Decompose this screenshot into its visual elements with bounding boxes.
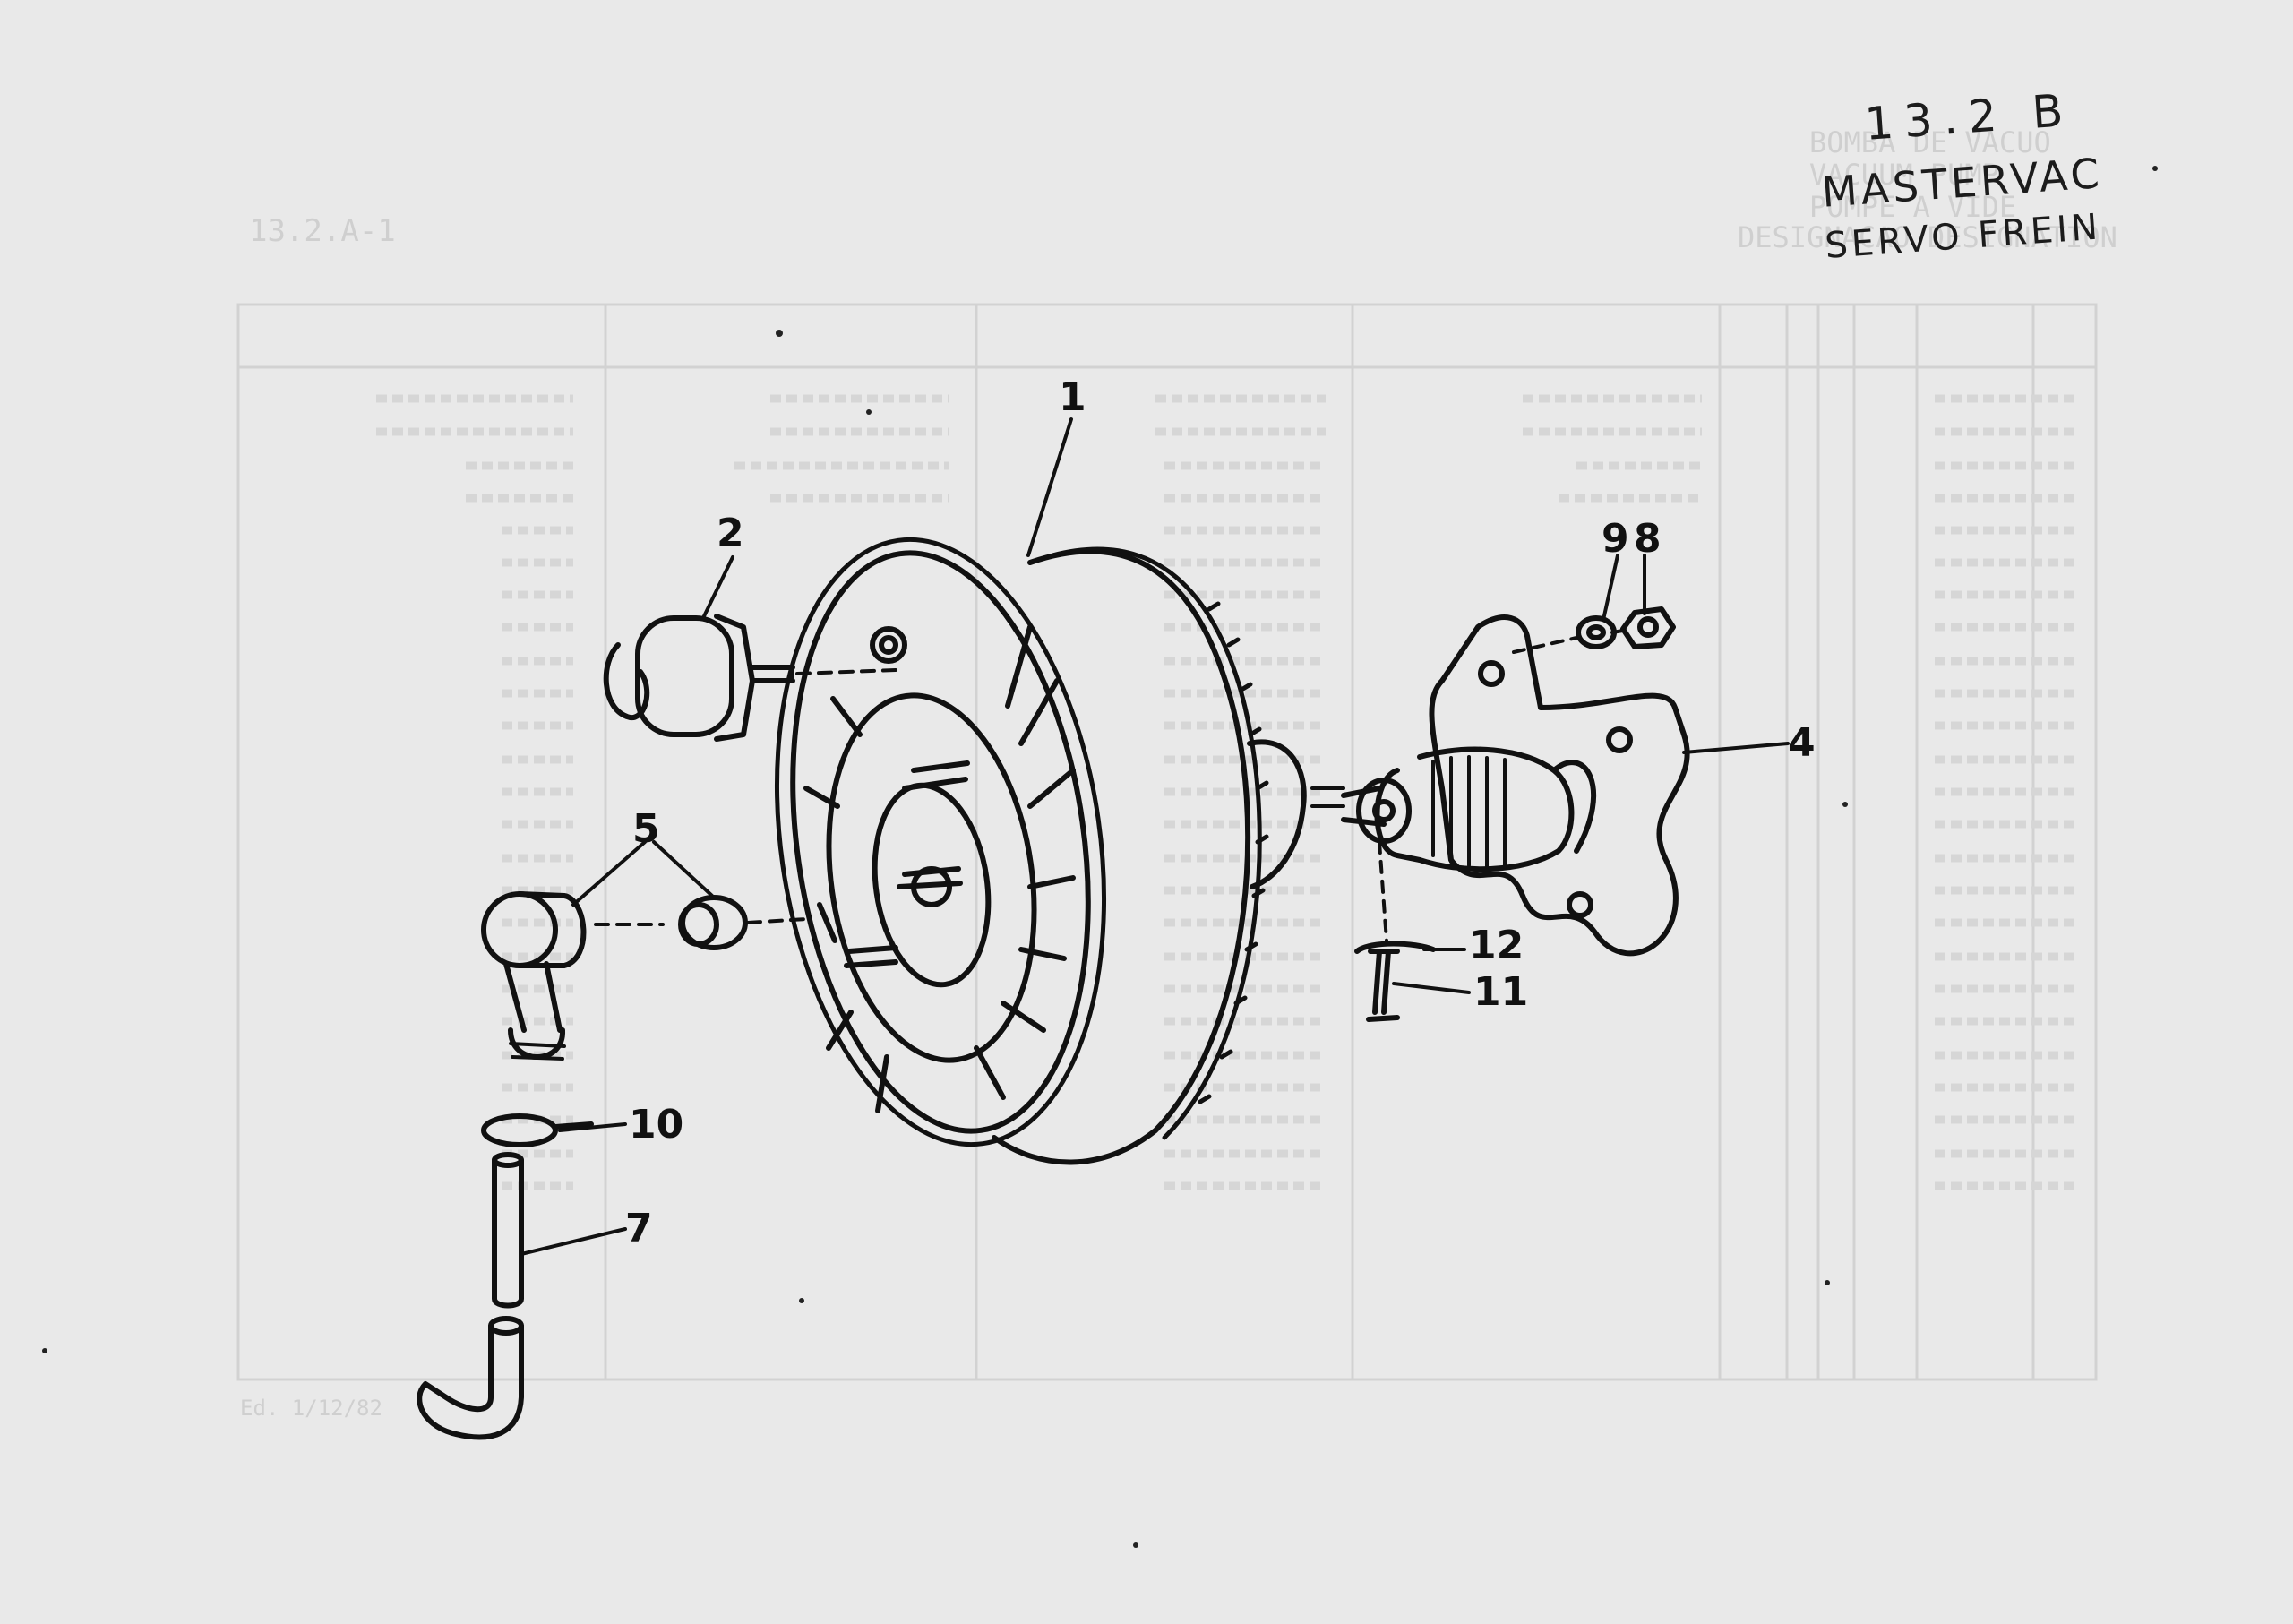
callout-5: 5: [632, 806, 660, 852]
ghost-header-line: DESIGNACAO DESIGNATION: [1738, 220, 2117, 254]
part-5-elbow-connector: [481, 891, 808, 1061]
ghost-section-code: 13.2.A-1: [249, 213, 396, 249]
dust-specks: [42, 166, 2158, 1548]
callout-4: 4: [1788, 720, 1816, 766]
part-2-grommet: [603, 614, 897, 742]
part-12-clip: [1354, 941, 1436, 954]
part-1-booster: [774, 537, 1307, 1165]
ghost-header-line: BOMBA DE VACUO: [1809, 125, 2051, 159]
leader-lines: [520, 417, 1790, 1256]
part-10-clamp: [481, 1113, 594, 1147]
part-9-washer: [1576, 615, 1617, 649]
pushrod-boot: [1310, 746, 1597, 942]
callout-7: 7: [625, 1206, 653, 1251]
callout-1: 1: [1059, 374, 1086, 420]
ghost-header-line: VACUUM PUMP: [1809, 158, 1999, 192]
part-8-nut: [1620, 606, 1676, 649]
show-through-rows: [376, 394, 2078, 1190]
part-11-pin: [1366, 949, 1400, 1022]
callout-9: 9: [1602, 516, 1629, 562]
ghost-header-line: POMPE A VIDE: [1809, 190, 2017, 224]
callout-12: 12: [1469, 923, 1524, 968]
ghost-edition-date: Ed. 1/12/82: [240, 1396, 382, 1421]
show-through-table: [236, 303, 2098, 1381]
callout-10: 10: [629, 1102, 684, 1147]
part-7-hose: [417, 1152, 524, 1440]
callout-8: 8: [1634, 516, 1662, 562]
callout-11: 11: [1473, 969, 1529, 1015]
callout-2: 2: [717, 511, 744, 556]
